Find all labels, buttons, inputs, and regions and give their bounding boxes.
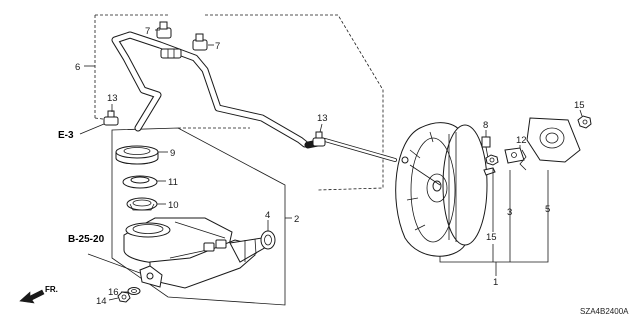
- diagram-code: SZA4B2400A: [580, 307, 629, 316]
- hose-clamp-7b: [192, 33, 208, 51]
- hose-group-frame: [94, 14, 384, 191]
- hose-joint: [160, 48, 182, 59]
- reference-e3: E-3: [58, 130, 74, 141]
- leader-lines: [79, 29, 583, 301]
- callout-1: 1: [493, 277, 498, 288]
- reservoir-cap: [115, 145, 159, 165]
- callout-15b: 15: [574, 100, 585, 111]
- master-cylinder: [123, 217, 269, 289]
- front-direction-label: FR.: [45, 285, 58, 294]
- front-direction-arrow-icon: [19, 289, 45, 304]
- reservoir-strainer: [126, 197, 158, 211]
- nut-15b: [577, 115, 592, 129]
- callout-12: 12: [516, 135, 527, 146]
- callout-15a: 15: [486, 232, 497, 243]
- callout-14: 14: [96, 296, 107, 307]
- callout-9: 9: [170, 148, 175, 159]
- callout-5: 5: [545, 204, 550, 215]
- hose-clamp-7a: [156, 21, 172, 39]
- nut-15a: [485, 154, 499, 166]
- nut-14: [117, 291, 131, 303]
- gasket-5: [526, 117, 581, 163]
- hose-clip-13a: [103, 110, 119, 126]
- master-cylinder-group-frame: [111, 127, 286, 306]
- reference-b2520: B-25-20: [68, 234, 105, 245]
- callout-13a: 13: [107, 93, 118, 104]
- hose-clip-13b: [312, 131, 326, 147]
- callout-7b: 7: [215, 41, 220, 52]
- callout-8: 8: [483, 120, 488, 131]
- callout-10: 10: [168, 200, 179, 211]
- vacuum-hose: [111, 31, 397, 162]
- callout-6: 6: [75, 62, 80, 73]
- callout-11: 11: [168, 177, 178, 188]
- callout-2: 2: [294, 214, 299, 225]
- brake-booster: [395, 122, 496, 257]
- reservoir-seal: [122, 175, 158, 189]
- callout-16: 16: [108, 287, 119, 298]
- callout-13b: 13: [317, 113, 328, 124]
- clip-12: [519, 149, 527, 171]
- bolt-16: [127, 287, 141, 295]
- o-ring-4: [260, 230, 276, 250]
- callout-3: 3: [507, 207, 512, 218]
- callout-4: 4: [265, 210, 270, 221]
- clevis-3: [504, 147, 525, 164]
- callout-7a: 7: [145, 26, 150, 37]
